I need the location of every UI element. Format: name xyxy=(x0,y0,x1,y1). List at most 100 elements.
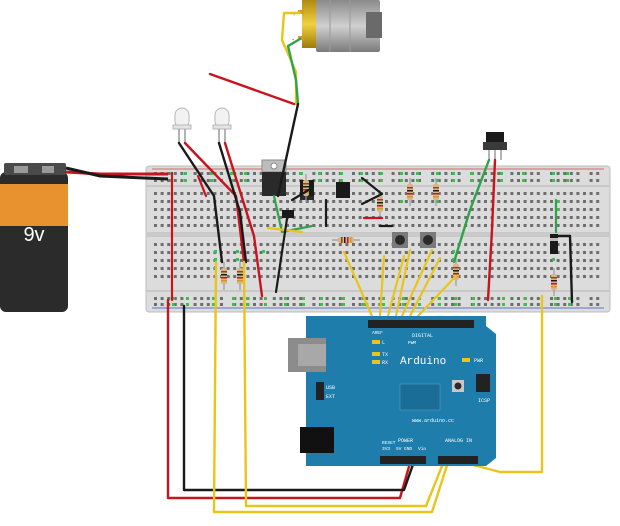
breadboard-hole xyxy=(503,275,507,278)
breadboard-hole xyxy=(266,275,270,278)
breadboard-active-hole xyxy=(264,297,267,300)
breadboard-active-hole xyxy=(284,303,287,306)
breadboard-hole xyxy=(437,275,441,278)
breadboard-hole xyxy=(543,251,547,254)
breadboard-hole xyxy=(286,259,289,262)
breadboard-hole xyxy=(154,192,157,195)
breadboard-hole xyxy=(484,208,487,211)
battery-terminal-neg xyxy=(14,166,28,173)
led-left-wire-black xyxy=(177,141,224,264)
breadboard-hole xyxy=(371,200,375,203)
breadboard-hole xyxy=(286,275,289,278)
breadboard-hole xyxy=(385,259,388,262)
breadboard-hole xyxy=(299,224,303,227)
breadboard-hole xyxy=(259,224,263,227)
diode-wire-black xyxy=(552,234,574,304)
breadboard-hole xyxy=(536,179,540,182)
breadboard-hole xyxy=(530,259,534,262)
breadboard-hole xyxy=(332,259,336,262)
breadboard-hole xyxy=(437,267,441,270)
breadboard-hole xyxy=(556,224,560,227)
resistor-band xyxy=(551,283,557,285)
breadboard-hole xyxy=(305,267,309,270)
breadboard-hole xyxy=(253,216,256,219)
breadboard-hole xyxy=(200,208,204,211)
breadboard-hole xyxy=(292,297,296,300)
breadboard-active-hole xyxy=(236,250,239,253)
breadboard-hole xyxy=(404,251,408,254)
breadboard-hole xyxy=(563,275,567,278)
breadboard-hole xyxy=(365,251,369,254)
breadboard-active-hole xyxy=(452,172,455,175)
breadboard-hole xyxy=(457,275,461,278)
breadboard-hole xyxy=(180,192,184,195)
breadboard-hole xyxy=(226,251,230,254)
motor-terminal-top-label: + xyxy=(292,11,296,18)
breadboard-hole xyxy=(272,208,276,211)
breadboard-hole xyxy=(404,200,408,203)
breadboard-active-hole xyxy=(402,303,405,306)
breadboard-hole xyxy=(530,216,534,219)
resistor-band xyxy=(433,190,439,192)
breadboard-hole xyxy=(286,251,289,254)
resistor-band xyxy=(221,277,227,279)
breadboard-hole xyxy=(312,243,316,246)
breadboard-hole xyxy=(563,192,567,195)
breadboard-hole xyxy=(457,259,461,262)
breadboard-active-hole xyxy=(402,297,405,300)
breadboard-hole xyxy=(470,224,474,227)
breadboard-hole xyxy=(338,243,342,246)
breadboard-hole xyxy=(569,172,573,175)
breadboard-hole xyxy=(358,224,362,227)
resistors xyxy=(221,174,557,296)
breadboard-hole xyxy=(239,259,243,262)
breadboard-hole xyxy=(556,251,560,254)
breadboard-hole xyxy=(220,192,223,195)
breadboard-hole xyxy=(266,224,270,227)
breadboard-hole xyxy=(530,267,534,270)
breadboard-hole xyxy=(556,259,560,262)
power-wire-red xyxy=(166,298,414,500)
breadboard-hole xyxy=(523,243,527,246)
breadboard-hole xyxy=(596,192,600,195)
breadboard-hole xyxy=(424,275,428,278)
resistor-band xyxy=(237,274,243,276)
breadboard-hole xyxy=(530,208,534,211)
breadboard-hole xyxy=(312,275,316,278)
breadboard-hole xyxy=(358,275,362,278)
breadboard-hole xyxy=(226,192,230,195)
resistor-band xyxy=(453,267,459,269)
breadboard-hole xyxy=(431,192,435,195)
breadboard-hole xyxy=(266,200,270,203)
breadboard-hole xyxy=(497,172,501,175)
breadboard-hole xyxy=(332,224,336,227)
breadboard-hole xyxy=(239,297,243,300)
breadboard-hole xyxy=(332,172,336,175)
breadboard-hole xyxy=(292,251,296,254)
breadboard-hole xyxy=(596,303,600,306)
resistor-band xyxy=(453,273,459,275)
breadboard-hole xyxy=(411,172,415,175)
breadboard-hole xyxy=(497,200,501,203)
breadboard-hole xyxy=(437,251,441,254)
breadboard-hole xyxy=(352,224,355,227)
breadboard-hole xyxy=(332,251,336,254)
breadboard-hole xyxy=(266,267,270,270)
breadboard-hole xyxy=(239,172,243,175)
breadboard-active-hole xyxy=(210,172,213,175)
breadboard-hole xyxy=(517,275,520,278)
resistor-band xyxy=(551,286,557,288)
breadboard-active-hole xyxy=(552,172,555,175)
breadboard-hole xyxy=(464,243,468,246)
breadboard-hole xyxy=(286,208,289,211)
resistor-mid xyxy=(332,237,360,243)
breadboard-active-hole xyxy=(360,179,363,182)
breadboard-hole xyxy=(404,179,408,182)
breadboard-hole xyxy=(596,179,600,182)
breadboard-hole xyxy=(180,216,184,219)
breadboard-hole xyxy=(583,192,586,195)
breadboard-hole xyxy=(187,267,190,270)
breadboard-hole xyxy=(477,192,481,195)
breadboard-hole xyxy=(173,297,177,300)
breadboard-hole xyxy=(398,179,402,182)
